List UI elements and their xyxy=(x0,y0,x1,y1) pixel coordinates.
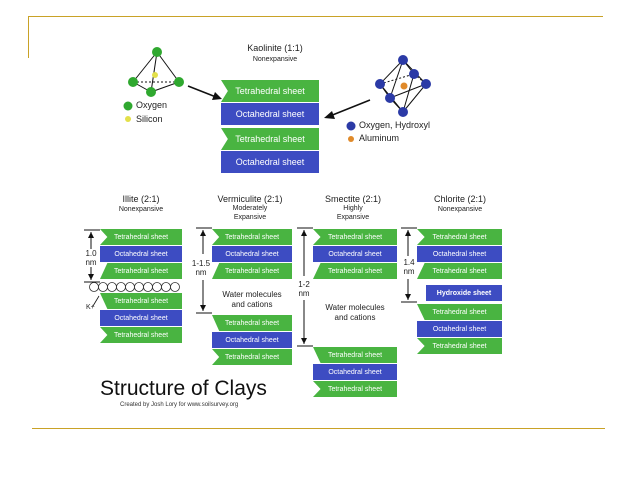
smectite-title: Smectite (2:1) xyxy=(324,194,382,204)
smectite-sheet-1: Tetrahedral sheet xyxy=(313,229,397,245)
illite-sheet-3: Tetrahedral sheet xyxy=(100,263,182,279)
smectite-sheet-3: Tetrahedral sheet xyxy=(313,263,397,279)
diagram-title: Structure of Clays xyxy=(100,377,267,400)
illite-spacing-value: 1.0 xyxy=(85,249,97,258)
vermiculite-title: Vermiculite (2:1) xyxy=(217,194,283,204)
chlorite-subtitle: Nonexpansive xyxy=(437,206,483,213)
illite-sheet-5: Octahedral sheet xyxy=(100,310,182,326)
oxygen-hydroxyl-legend-label: Oxygen, Hydroxyl xyxy=(359,120,431,130)
vermiculite-spacing-unit: nm xyxy=(195,268,207,277)
vermiculite-water-line-2: and cations xyxy=(231,300,273,309)
smectite-sheet-2: Octahedral sheet xyxy=(313,246,397,262)
kaolinite-sheet-4: Octahedral sheet xyxy=(221,151,319,173)
vermiculite-sheet-5: Octahedral sheet xyxy=(212,332,292,348)
aluminum-legend-dot xyxy=(348,136,354,142)
illite-subtitle: Nonexpansive xyxy=(118,206,164,213)
silicon-tetrahedron-icon xyxy=(128,47,184,97)
chlorite-sheet-6: Octahedral sheet xyxy=(417,321,502,337)
smectite-subtitle-line-2: Expansive xyxy=(336,214,370,221)
illite-sheet-4: Tetrahedral sheet xyxy=(100,293,182,309)
chlorite-sheet-5: Tetrahedral sheet xyxy=(417,304,502,320)
vermiculite-spacing-value: 1-1.5 xyxy=(191,259,211,268)
illite-sheet-2: Octahedral sheet xyxy=(100,246,182,262)
oxygen-hydroxyl-legend-dot xyxy=(346,121,356,131)
chlorite-spacing-unit: nm xyxy=(403,267,415,276)
illite-k-label: K+ xyxy=(86,304,95,311)
aluminum-octahedron-icon xyxy=(375,55,431,117)
kaolinite-sheet-3: Tetrahedral sheet xyxy=(221,128,319,150)
chlorite-spacing-value: 1.4 xyxy=(403,258,415,267)
vermiculite-sheet-4: Tetrahedral sheet xyxy=(212,315,292,331)
chlorite-sheet-7: Tetrahedral sheet xyxy=(417,338,502,354)
illite-title: Illite (2:1) xyxy=(122,194,160,204)
oxygen-legend-label: Oxygen xyxy=(136,100,168,110)
kaolinite-title: Kaolinite (1:1) xyxy=(247,43,303,53)
silicon-legend-dot xyxy=(125,116,131,122)
illite-spacing-unit: nm xyxy=(85,258,97,267)
smectite-sheet-4: Tetrahedral sheet xyxy=(313,347,397,363)
vermiculite-sheet-3: Tetrahedral sheet xyxy=(212,263,292,279)
vermiculite-sheet-1: Tetrahedral sheet xyxy=(212,229,292,245)
illite-sheet-6: Tetrahedral sheet xyxy=(100,327,182,343)
oxygen-legend-dot xyxy=(123,101,133,111)
smectite-spacing-unit: nm xyxy=(298,289,310,298)
illite-spacing-marker xyxy=(84,229,100,283)
left-rule xyxy=(28,16,29,58)
smectite-subtitle-line-1: Highly xyxy=(343,205,363,212)
chlorite-hydroxide-sheet: Hydroxide sheet xyxy=(426,285,502,301)
potassium-ion-row xyxy=(89,282,180,292)
vermiculite-spacing-marker xyxy=(196,227,212,314)
chlorite-title: Chlorite (2:1) xyxy=(433,194,487,204)
smectite-water-line-2: and cations xyxy=(334,313,376,322)
smectite-spacing-marker xyxy=(297,227,313,347)
silicon-legend-label: Silicon xyxy=(136,114,163,124)
vermiculite-water-line-1: Water molecules xyxy=(222,290,282,299)
vermiculite-subtitle-line-2: Expansive xyxy=(233,214,267,221)
chlorite-sheet-3: Tetrahedral sheet xyxy=(417,263,502,279)
smectite-sheet-5: Octahedral sheet xyxy=(313,364,397,380)
kaolinite-sheet-1: Tetrahedral sheet xyxy=(221,80,319,102)
chlorite-sheet-1: Tetrahedral sheet xyxy=(417,229,502,245)
smectite-sheet-6: Tetrahedral sheet xyxy=(313,381,397,397)
diagram-credit: Created by Josh Lory for www.soilsurvey.… xyxy=(120,402,239,408)
kaolinite-sheet-2: Octahedral sheet xyxy=(221,103,319,125)
vermiculite-subtitle-line-1: Moderately xyxy=(232,205,268,212)
chlorite-sheet-2: Octahedral sheet xyxy=(417,246,502,262)
bottom-rule xyxy=(32,428,605,429)
vermiculite-sheet-2: Octahedral sheet xyxy=(212,246,292,262)
smectite-water-line-1: Water molecules xyxy=(325,303,385,312)
arrow-right-icon xyxy=(187,85,222,100)
top-rule xyxy=(28,16,603,17)
aluminum-legend-label: Aluminum xyxy=(359,133,400,143)
chlorite-spacing-marker xyxy=(401,227,417,303)
kaolinite-subtitle: Nonexpansive xyxy=(252,56,298,63)
arrow-left-icon xyxy=(324,99,371,119)
vermiculite-sheet-6: Tetrahedral sheet xyxy=(212,349,292,365)
illite-sheet-1: Tetrahedral sheet xyxy=(100,229,182,245)
smectite-spacing-value: 1-2 xyxy=(298,280,310,289)
